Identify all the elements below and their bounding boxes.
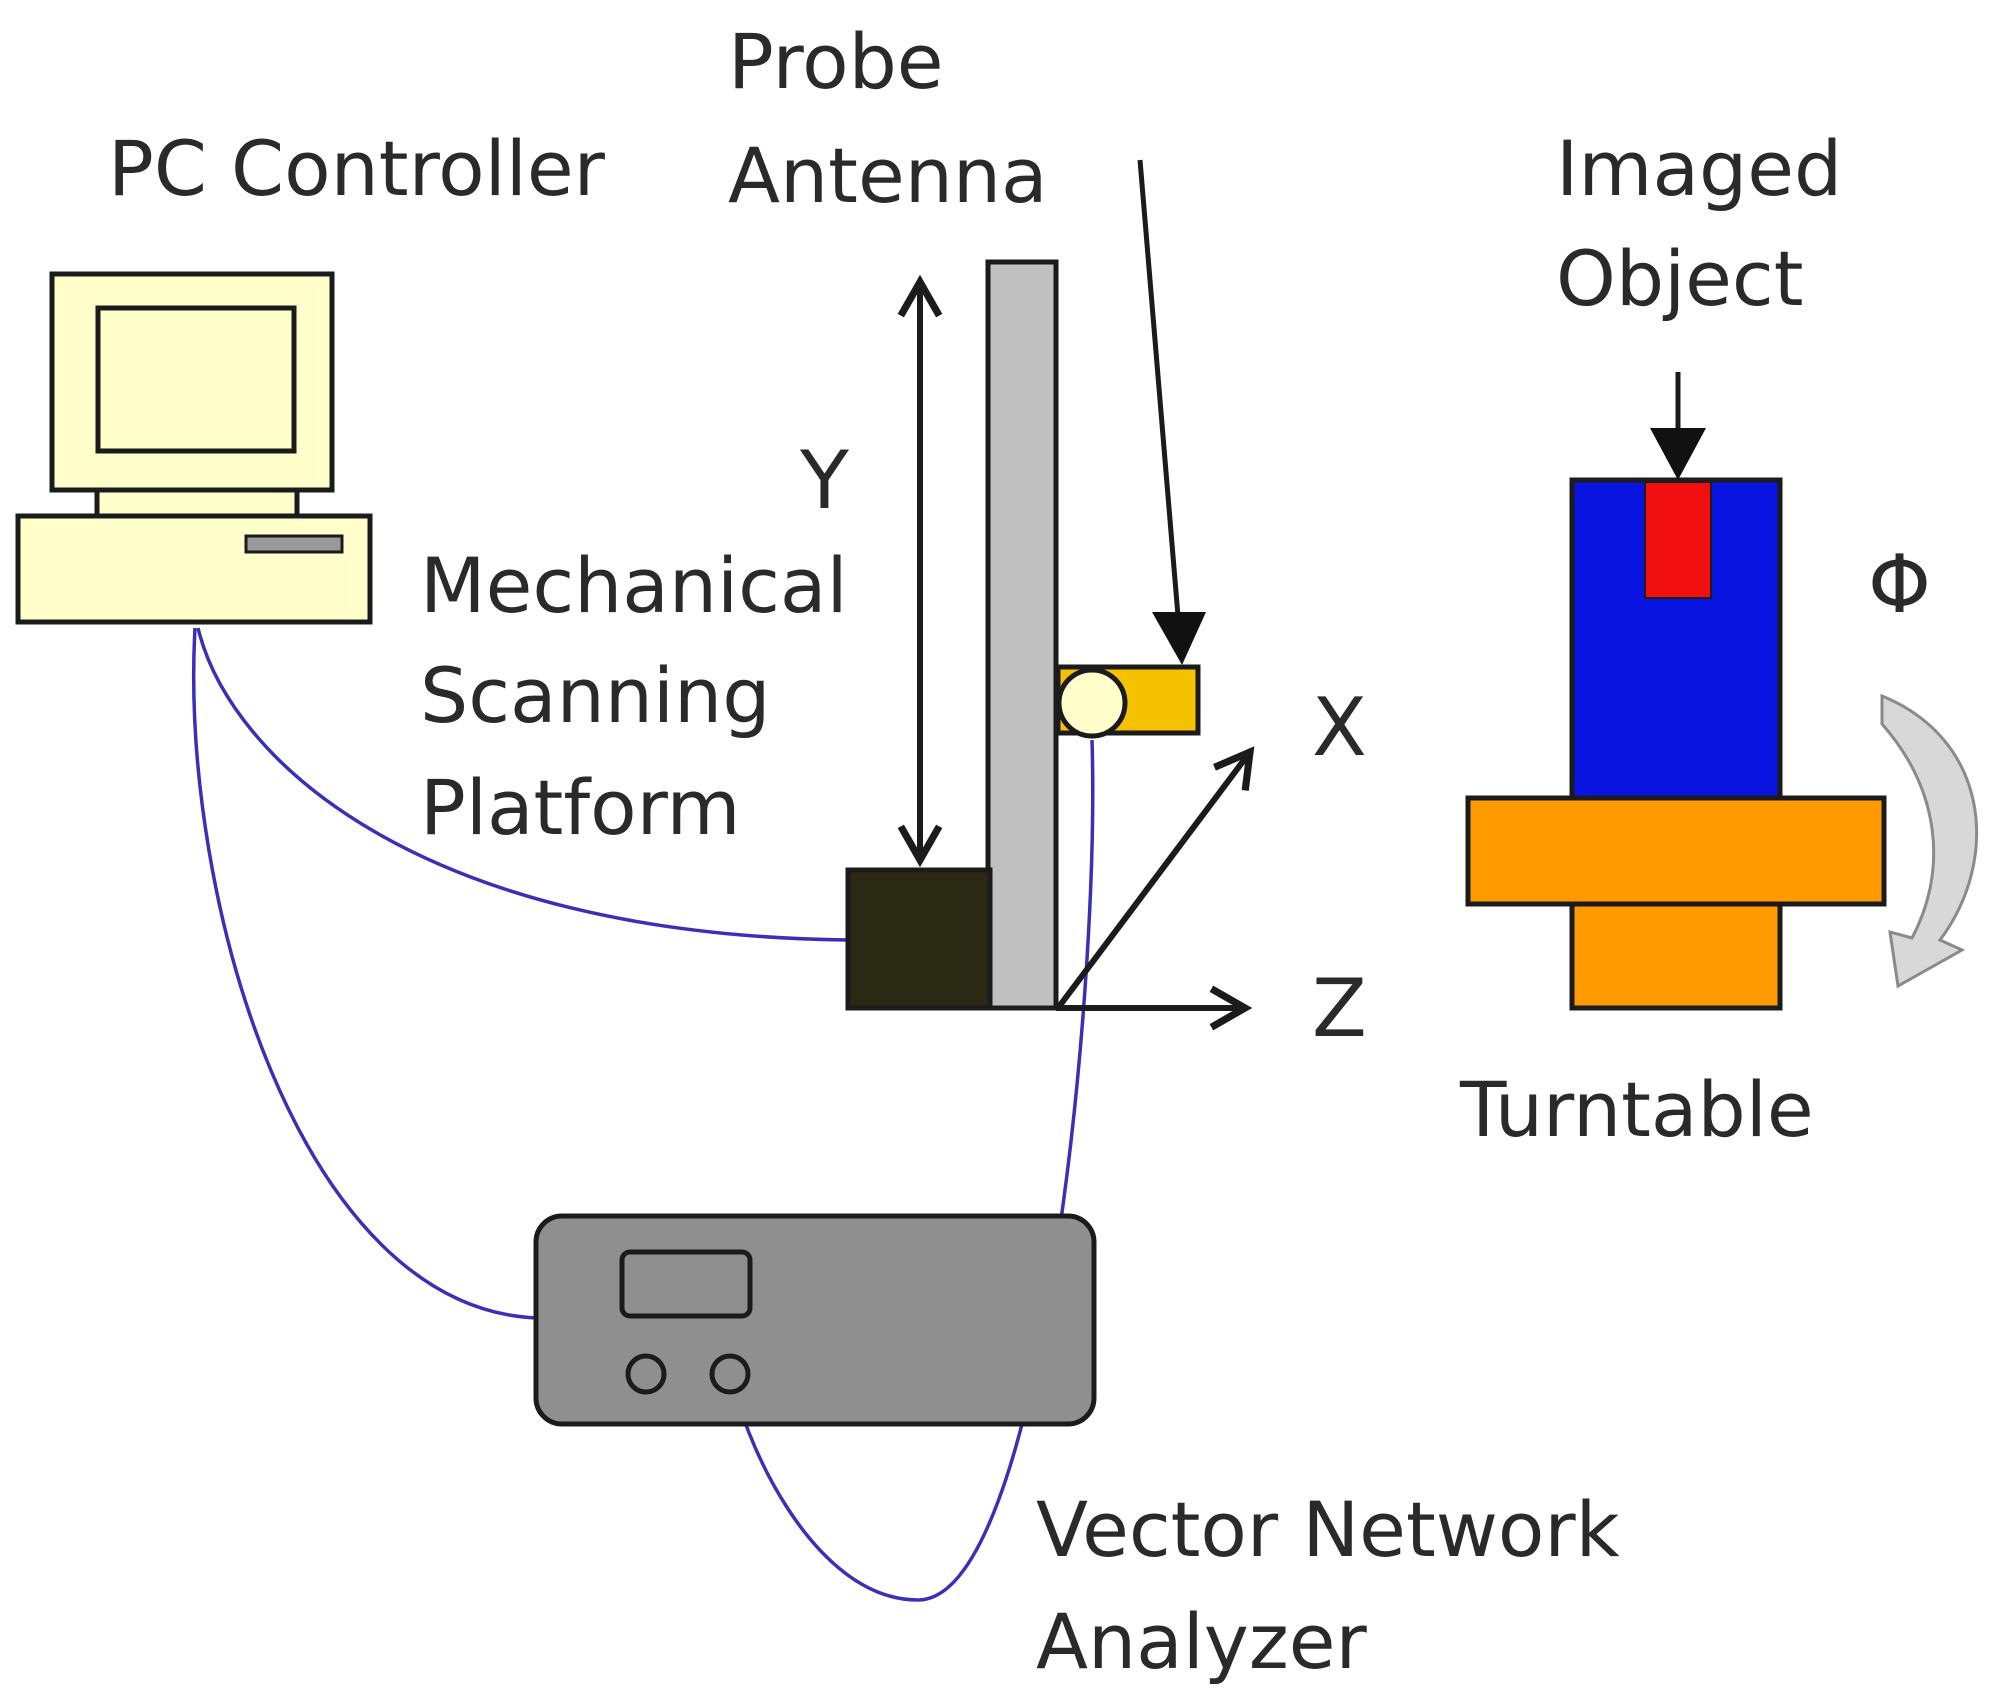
- label-probe-line1: Probe: [728, 17, 944, 106]
- pc-drive-slot: [244, 534, 344, 554]
- label-mech-line1: Mechanical: [420, 541, 848, 630]
- turntable-top: [1465, 795, 1887, 907]
- label-y-axis: Y: [799, 434, 850, 527]
- imaged-object: [1644, 481, 1712, 599]
- vna-body: [533, 1213, 1097, 1427]
- x-axis-arrow: [1055, 746, 1255, 1010]
- rotation-arrow: [1880, 693, 1978, 989]
- label-phi: Φ: [1868, 538, 1931, 631]
- cable-probe-to-vna: [730, 739, 1095, 1602]
- label-mech-line2: Scanning: [420, 651, 770, 740]
- label-imaged-line2: Object: [1556, 234, 1804, 323]
- label-vna-line1: Vector Network: [1036, 1485, 1620, 1574]
- vector-network-analyzer: [533, 1213, 1097, 1427]
- pc-controller: [15, 271, 373, 625]
- platform-column: [985, 259, 1059, 1011]
- probe-tip: [1056, 667, 1128, 739]
- label-mech-line3: Platform: [420, 763, 741, 852]
- pc-neck: [94, 487, 300, 519]
- label-x-axis: X: [1312, 681, 1367, 774]
- imaged-pointer-arrowhead: [1650, 428, 1706, 480]
- label-imaged-line1: Imaged: [1556, 124, 1842, 213]
- label-pc-controller: PC Controller: [108, 124, 606, 213]
- platform-base: [845, 867, 993, 1011]
- cable-pc-to-platform: [196, 627, 849, 942]
- cable-pc-to-vna: [192, 627, 539, 1320]
- label-turntable: Turntable: [1459, 1065, 1814, 1154]
- label-probe-line2: Antenna: [728, 131, 1048, 220]
- pc-screen: [95, 305, 297, 454]
- vna-port-2: [709, 1353, 751, 1395]
- probe-pointer-arrowhead: [1152, 612, 1206, 665]
- pc-base-unit: [15, 513, 373, 625]
- turntable-assembly: [1465, 477, 1887, 1011]
- label-vna-line2: Analyzer: [1036, 1597, 1367, 1686]
- scanning-platform: [845, 259, 1201, 1011]
- probe-pointer-arrow: [1137, 159, 1183, 641]
- label-z-axis: Z: [1312, 962, 1367, 1055]
- turntable-pedestal: [1569, 901, 1783, 1011]
- vna-display: [619, 1249, 753, 1319]
- vna-port-1: [625, 1353, 667, 1395]
